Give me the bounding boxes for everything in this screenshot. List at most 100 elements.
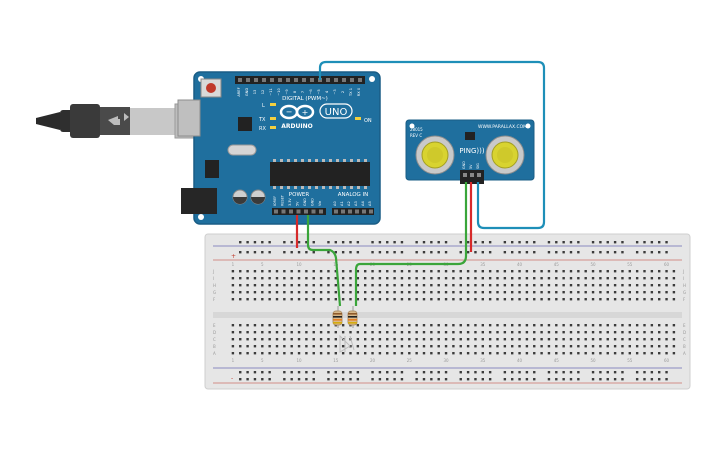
rail-hole[interactable] xyxy=(253,241,257,244)
breadboard-hole[interactable] xyxy=(341,284,345,287)
breadboard-hole[interactable] xyxy=(386,284,389,287)
breadboard-hole[interactable] xyxy=(430,284,433,287)
rail-hole[interactable] xyxy=(327,251,330,254)
power-pin-hole[interactable] xyxy=(296,209,301,214)
rail-hole[interactable] xyxy=(312,371,315,374)
breadboard-hole[interactable] xyxy=(488,324,492,327)
breadboard-hole[interactable] xyxy=(613,270,617,273)
breadboard-hole[interactable] xyxy=(599,331,602,334)
rail-hole[interactable] xyxy=(341,371,345,374)
rail-hole[interactable] xyxy=(643,371,646,374)
rail-hole[interactable] xyxy=(533,251,536,254)
breadboard-hole[interactable] xyxy=(334,270,337,273)
breadboard-hole[interactable] xyxy=(635,338,639,341)
breadboard-hole[interactable] xyxy=(444,270,448,273)
breadboard-hole[interactable] xyxy=(452,345,455,348)
breadboard-hole[interactable] xyxy=(305,338,308,341)
breadboard-hole[interactable] xyxy=(635,352,639,355)
breadboard-hole[interactable] xyxy=(341,345,345,348)
digital-pin-hole[interactable] xyxy=(310,78,314,82)
rail-hole[interactable] xyxy=(503,378,507,381)
breadboard-hole[interactable] xyxy=(606,277,609,280)
breadboard-hole[interactable] xyxy=(547,324,551,327)
wire-cyan-sensor-gnd[interactable] xyxy=(318,60,546,230)
breadboard-hole[interactable] xyxy=(621,338,624,341)
breadboard-hole[interactable] xyxy=(635,277,639,280)
rail-hole[interactable] xyxy=(547,251,551,254)
breadboard-hole[interactable] xyxy=(533,298,536,301)
rail-hole[interactable] xyxy=(635,251,639,254)
breadboard-hole[interactable] xyxy=(231,277,235,280)
rail-hole[interactable] xyxy=(621,371,624,374)
breadboard-hole[interactable] xyxy=(349,291,352,294)
rail-hole[interactable] xyxy=(290,251,293,254)
breadboard-hole[interactable] xyxy=(283,345,286,348)
breadboard-hole[interactable] xyxy=(511,331,514,334)
breadboard-hole[interactable] xyxy=(437,338,440,341)
power-pin-hole[interactable] xyxy=(274,209,278,214)
rail-hole[interactable] xyxy=(635,378,639,381)
rail-hole[interactable] xyxy=(386,371,389,374)
breadboard-hole[interactable] xyxy=(239,324,242,327)
breadboard-hole[interactable] xyxy=(290,270,293,273)
rail-hole[interactable] xyxy=(437,371,440,374)
breadboard-hole[interactable] xyxy=(650,270,654,273)
rail-hole[interactable] xyxy=(290,241,293,244)
rail-hole[interactable] xyxy=(613,378,617,381)
breadboard-hole[interactable] xyxy=(261,277,264,280)
breadboard-hole[interactable] xyxy=(327,270,330,273)
breadboard-hole[interactable] xyxy=(525,324,529,327)
breadboard-hole[interactable] xyxy=(312,298,315,301)
breadboard-hole[interactable] xyxy=(503,277,507,280)
power-pin-hole[interactable] xyxy=(311,209,316,214)
breadboard-hole[interactable] xyxy=(591,291,595,294)
wire-green-signal[interactable] xyxy=(354,182,468,306)
breadboard-hole[interactable] xyxy=(408,277,411,280)
breadboard-hole[interactable] xyxy=(364,270,367,273)
breadboard-hole[interactable] xyxy=(386,324,389,327)
breadboard-hole[interactable] xyxy=(466,345,470,348)
breadboard-hole[interactable] xyxy=(643,324,646,327)
rail-hole[interactable] xyxy=(268,251,271,254)
breadboard-hole[interactable] xyxy=(658,324,661,327)
breadboard-hole[interactable] xyxy=(334,277,337,280)
breadboard-hole[interactable] xyxy=(437,352,440,355)
breadboard-hole[interactable] xyxy=(628,345,631,348)
analog-header[interactable] xyxy=(332,208,374,215)
breadboard-hole[interactable] xyxy=(297,298,301,301)
breadboard-hole[interactable] xyxy=(591,338,595,341)
breadboard-hole[interactable] xyxy=(349,284,352,287)
breadboard-hole[interactable] xyxy=(452,277,455,280)
breadboard-hole[interactable] xyxy=(452,331,455,334)
breadboard-hole[interactable] xyxy=(268,277,271,280)
rail-hole[interactable] xyxy=(444,241,448,244)
breadboard-hole[interactable] xyxy=(378,298,382,301)
rail-hole[interactable] xyxy=(356,371,360,374)
rail-hole[interactable] xyxy=(665,251,668,254)
rail-hole[interactable] xyxy=(415,371,418,374)
breadboard-hole[interactable] xyxy=(459,324,462,327)
breadboard-hole[interactable] xyxy=(290,298,293,301)
breadboard-hole[interactable] xyxy=(474,284,477,287)
breadboard-hole[interactable] xyxy=(283,338,286,341)
breadboard-hole[interactable] xyxy=(444,277,448,280)
breadboard-hole[interactable] xyxy=(319,291,323,294)
breadboard-hole[interactable] xyxy=(584,277,587,280)
breadboard-hole[interactable] xyxy=(356,277,360,280)
breadboard-hole[interactable] xyxy=(275,324,279,327)
breadboard-hole[interactable] xyxy=(312,277,315,280)
rail-hole[interactable] xyxy=(356,378,360,381)
breadboard-hole[interactable] xyxy=(650,298,654,301)
rail-hole[interactable] xyxy=(283,251,286,254)
breadboard-hole[interactable] xyxy=(400,338,404,341)
breadboard-hole[interactable] xyxy=(569,298,573,301)
breadboard-hole[interactable] xyxy=(613,298,617,301)
breadboard-hole[interactable] xyxy=(319,331,323,334)
breadboard-hole[interactable] xyxy=(511,324,514,327)
rail-hole[interactable] xyxy=(341,378,345,381)
rail-hole[interactable] xyxy=(430,378,433,381)
breadboard-hole[interactable] xyxy=(349,298,352,301)
rail-hole[interactable] xyxy=(386,241,389,244)
breadboard-hole[interactable] xyxy=(459,291,462,294)
breadboard-hole[interactable] xyxy=(400,345,404,348)
